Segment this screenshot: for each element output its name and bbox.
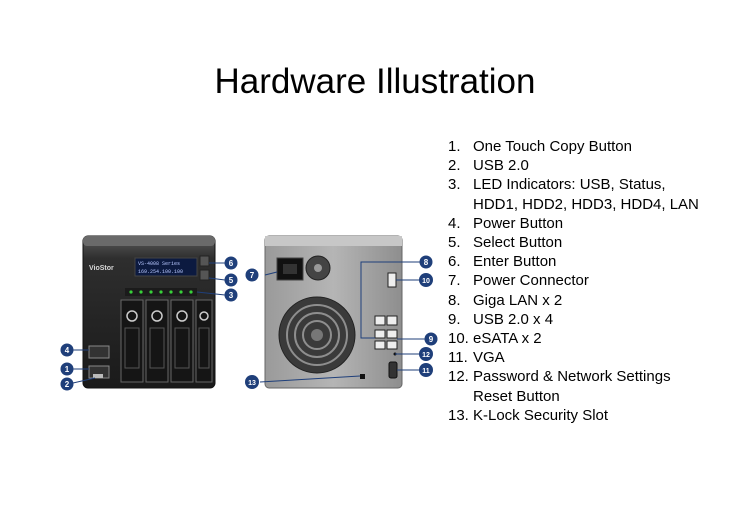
callout-2: 2 — [60, 377, 74, 391]
svg-text:5: 5 — [229, 276, 234, 285]
callout-10: 10 — [419, 273, 433, 287]
svg-text:6: 6 — [229, 259, 234, 268]
svg-text:13: 13 — [248, 380, 256, 387]
usb-port-graphic — [93, 374, 103, 378]
legend-item: 1.One Touch Copy Button — [448, 138, 632, 155]
callout-9: 9 — [424, 332, 438, 346]
callout-6: 6 — [224, 256, 238, 270]
callout-3: 3 — [224, 288, 238, 302]
svg-text:12: 12 — [422, 352, 430, 359]
legend-item: 11.VGA — [448, 349, 505, 367]
svg-text:8: 8 — [424, 258, 429, 267]
legend-item: 2.USB 2.0 — [448, 157, 529, 175]
lcd-display — [134, 257, 198, 277]
hardware-legend: 1.One Touch Copy Button 2.USB 2.0 3.LED … — [448, 137, 703, 425]
legend-item: 4.Power Button — [448, 214, 564, 232]
svg-text:10: 10 — [422, 278, 430, 285]
back-ports — [360, 272, 398, 379]
legend-item: 12.Password & Network Settings Reset But… — [448, 368, 671, 405]
leader-lines — [72, 261, 425, 384]
drive-bays — [120, 299, 213, 383]
page-title: Hardware Illustration — [214, 62, 536, 101]
legend-item: 13.K-Lock Security Slot — [448, 406, 609, 424]
svg-text:3: 3 — [229, 291, 234, 300]
lcd-line-1: VS-4008 Series — [138, 261, 180, 267]
svg-text:2: 2 — [65, 380, 70, 389]
callout-7: 7 — [245, 268, 259, 282]
svg-text:9: 9 — [429, 335, 434, 344]
callout-13: 13 — [245, 375, 259, 389]
svg-text:1: 1 — [65, 365, 70, 374]
legend-item: 3.LED Indicators: USB, Status, HDD1, HDD… — [448, 176, 699, 213]
legend-item: 7.Power Connector — [448, 272, 589, 290]
callout-11: 11 — [419, 363, 433, 377]
legend-item: 10.eSATA x 2 — [448, 330, 542, 348]
callout-5: 5 — [224, 273, 238, 287]
brand-label: VioStor — [89, 265, 114, 272]
front-unit: VioStor VS-4008 Series 169.254.100.100 — [82, 235, 216, 389]
led-indicators — [125, 288, 197, 296]
callout-12: 12 — [419, 347, 433, 361]
power-button-graphic — [88, 345, 110, 359]
hardware-figure: VioStor VS-4008 Series 169.254.100.100 — [60, 235, 438, 391]
legend-item: 6.Enter Button — [448, 253, 557, 271]
legend-item: 8.Giga LAN x 2 — [448, 291, 563, 309]
lcd-line-2: 169.254.100.100 — [138, 269, 183, 275]
svg-text:11: 11 — [422, 368, 430, 375]
legend-item: 5.Select Button — [448, 234, 563, 252]
callout-1: 1 — [60, 362, 74, 376]
svg-text:7: 7 — [250, 271, 255, 280]
callout-4: 4 — [60, 343, 74, 357]
svg-text:4: 4 — [65, 346, 70, 355]
callout-8: 8 — [419, 255, 433, 269]
legend-item: 9.USB 2.0 x 4 — [448, 310, 554, 328]
back-unit — [264, 235, 403, 389]
